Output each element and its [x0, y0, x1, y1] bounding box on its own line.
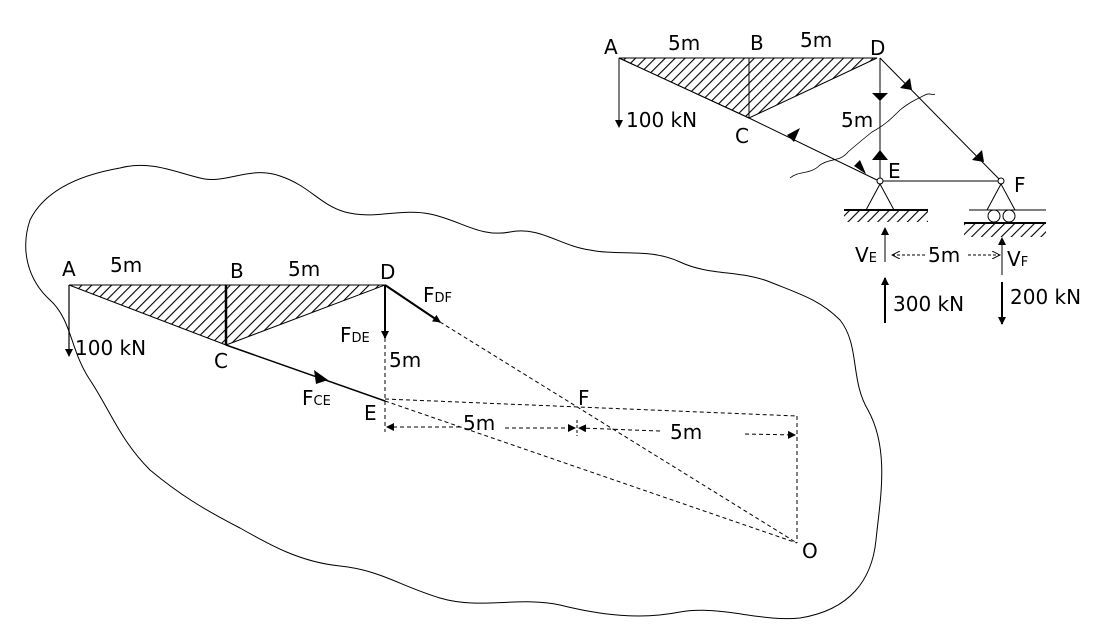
member-ce [748, 117, 880, 182]
pin-support-e [865, 182, 895, 211]
fdf-arrow [384, 284, 441, 323]
dim-ef: 5m [463, 411, 495, 435]
truss-full-diagram: A 5m B 5m D 100 kN C 5m E F VE 5m VF 300… [604, 28, 1081, 325]
dim-bd: 5m [800, 28, 832, 52]
node-a-label: A [62, 257, 76, 281]
dim-fo: 5m [670, 420, 702, 444]
fce-arrow-icon [314, 370, 328, 384]
node-c-label: C [214, 349, 228, 373]
node-d-label: D [870, 36, 885, 60]
fde-label: FDE [340, 323, 370, 347]
roller-support-f [986, 182, 1016, 211]
section-boundary-outline [25, 164, 883, 620]
node-a-label: A [604, 35, 618, 59]
reaction-vf-label: VF [1007, 247, 1028, 271]
fce-label: FCE [302, 386, 331, 410]
dim-ab: 5m [110, 253, 142, 277]
node-f-label: F [1014, 173, 1026, 197]
node-e-label: E [364, 401, 377, 425]
node-e-label: E [888, 159, 901, 183]
reaction-200kn-label: 200 kN [1010, 285, 1081, 309]
section-cut-line [789, 93, 936, 179]
reaction-ve-label: VE [855, 243, 877, 267]
node-f-label: F [578, 386, 590, 410]
dim-de: 5m [841, 108, 873, 132]
node-c-label: C [735, 124, 749, 148]
dim-bd: 5m [288, 257, 320, 281]
dim-ab: 5m [668, 31, 700, 55]
load-100kn-label: 100 kN [626, 108, 697, 132]
section-diagram: A 5m B 5m D C 100 kN FDF FDE FCE 5m E F … [62, 253, 818, 563]
fdf-label: FDF [423, 283, 452, 307]
node-o-label: O [802, 539, 818, 563]
node-d-label: D [380, 260, 395, 284]
dim-ef: 5m [928, 243, 960, 267]
node-b-label: B [230, 259, 244, 283]
reaction-300kn-label: 300 kN [893, 292, 964, 316]
dim-de: 5m [389, 348, 421, 372]
member-ce [225, 344, 386, 402]
load-100kn-label: 100 kN [75, 336, 146, 360]
node-b-label: B [750, 31, 764, 55]
